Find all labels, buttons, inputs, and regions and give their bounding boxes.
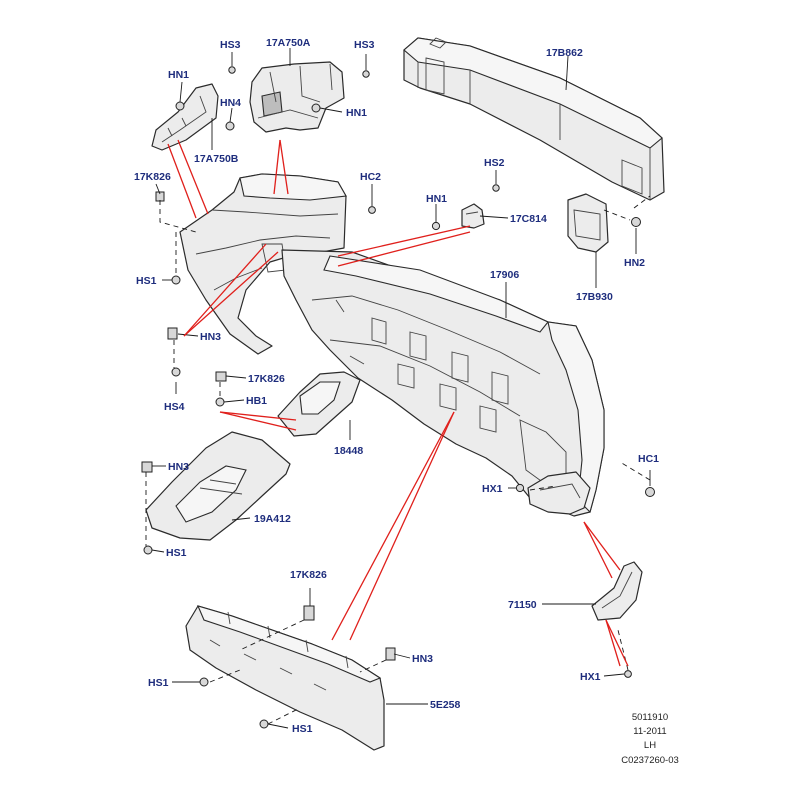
label-17k826-upper: 17K826 (134, 171, 171, 183)
label-17k826-middle: 17K826 (248, 373, 285, 385)
label-19a412: 19A412 (254, 513, 291, 525)
label-hs4: HS4 (164, 401, 185, 413)
diagram-date: 11-2011 (633, 726, 667, 737)
label-hn1-top-center: HN1 (346, 107, 367, 119)
part-hx1-side-bracket (527, 471, 591, 515)
part-17c814-bracket (461, 203, 485, 229)
label-hs3-top-right: HS3 (354, 39, 375, 51)
part-19a412-panel (145, 431, 291, 541)
label-hc2: HC2 (360, 171, 381, 183)
label-hn1-center: HN1 (426, 193, 447, 205)
label-hn3-lower: HN3 (412, 653, 433, 665)
label-hs1-middle: HS1 (166, 547, 187, 559)
part-5e258-lower-valance (185, 605, 385, 751)
part-17b862-bumper-beam (403, 37, 665, 201)
leader-lines (151, 48, 651, 729)
part-upper-corner-cover (179, 173, 347, 355)
diagram-code: C0237260-03 (621, 755, 679, 766)
label-17c814: 17C814 (510, 213, 547, 225)
part-17b930-bracket (567, 193, 609, 253)
label-hx1-lower: HX1 (580, 671, 601, 683)
label-hn3-middle: HN3 (168, 461, 189, 473)
label-hn2: HN2 (624, 257, 645, 269)
label-hs3-top-left: HS3 (220, 39, 241, 51)
label-hn4: HN4 (220, 97, 241, 109)
diagram-reference-number: 5011910 (631, 712, 669, 723)
part-17906-bumper-cover (281, 249, 605, 517)
callout-labels: HS3 17A750A HS3 17B862 HN1 HN4 HN1 17A75… (134, 37, 659, 735)
label-5e258: 5E258 (430, 699, 461, 711)
part-71150-trim (591, 561, 643, 621)
label-hc1: HC1 (638, 453, 659, 465)
label-17k826-lower: 17K826 (290, 569, 327, 581)
label-hs1-upper: HS1 (136, 275, 157, 287)
label-18448: 18448 (334, 445, 363, 457)
diagram-side: LH (643, 740, 657, 751)
fasteners (141, 66, 655, 729)
label-17b862: 17B862 (546, 47, 583, 59)
label-hs2: HS2 (484, 157, 505, 169)
label-17a750a: 17A750A (266, 37, 311, 49)
label-hx1-upper: HX1 (482, 483, 503, 495)
part-17a750b-bracket (151, 83, 219, 151)
label-hn1-top-left: HN1 (168, 69, 189, 81)
label-hb1: HB1 (246, 395, 267, 407)
part-18448-cover-plate (277, 371, 361, 437)
label-17b930: 17B930 (576, 291, 613, 303)
label-hn3-upper: HN3 (200, 331, 221, 343)
label-17906: 17906 (490, 269, 519, 281)
relationship-lines (167, 139, 629, 667)
part-17a750a-bracket (249, 61, 345, 133)
label-17a750b: 17A750B (194, 153, 239, 165)
label-71150: 71150 (508, 599, 537, 611)
label-hs1-lower-right: HS1 (292, 723, 313, 735)
label-hs1-lower-left: HS1 (148, 677, 169, 689)
alignment-lines (145, 195, 651, 725)
